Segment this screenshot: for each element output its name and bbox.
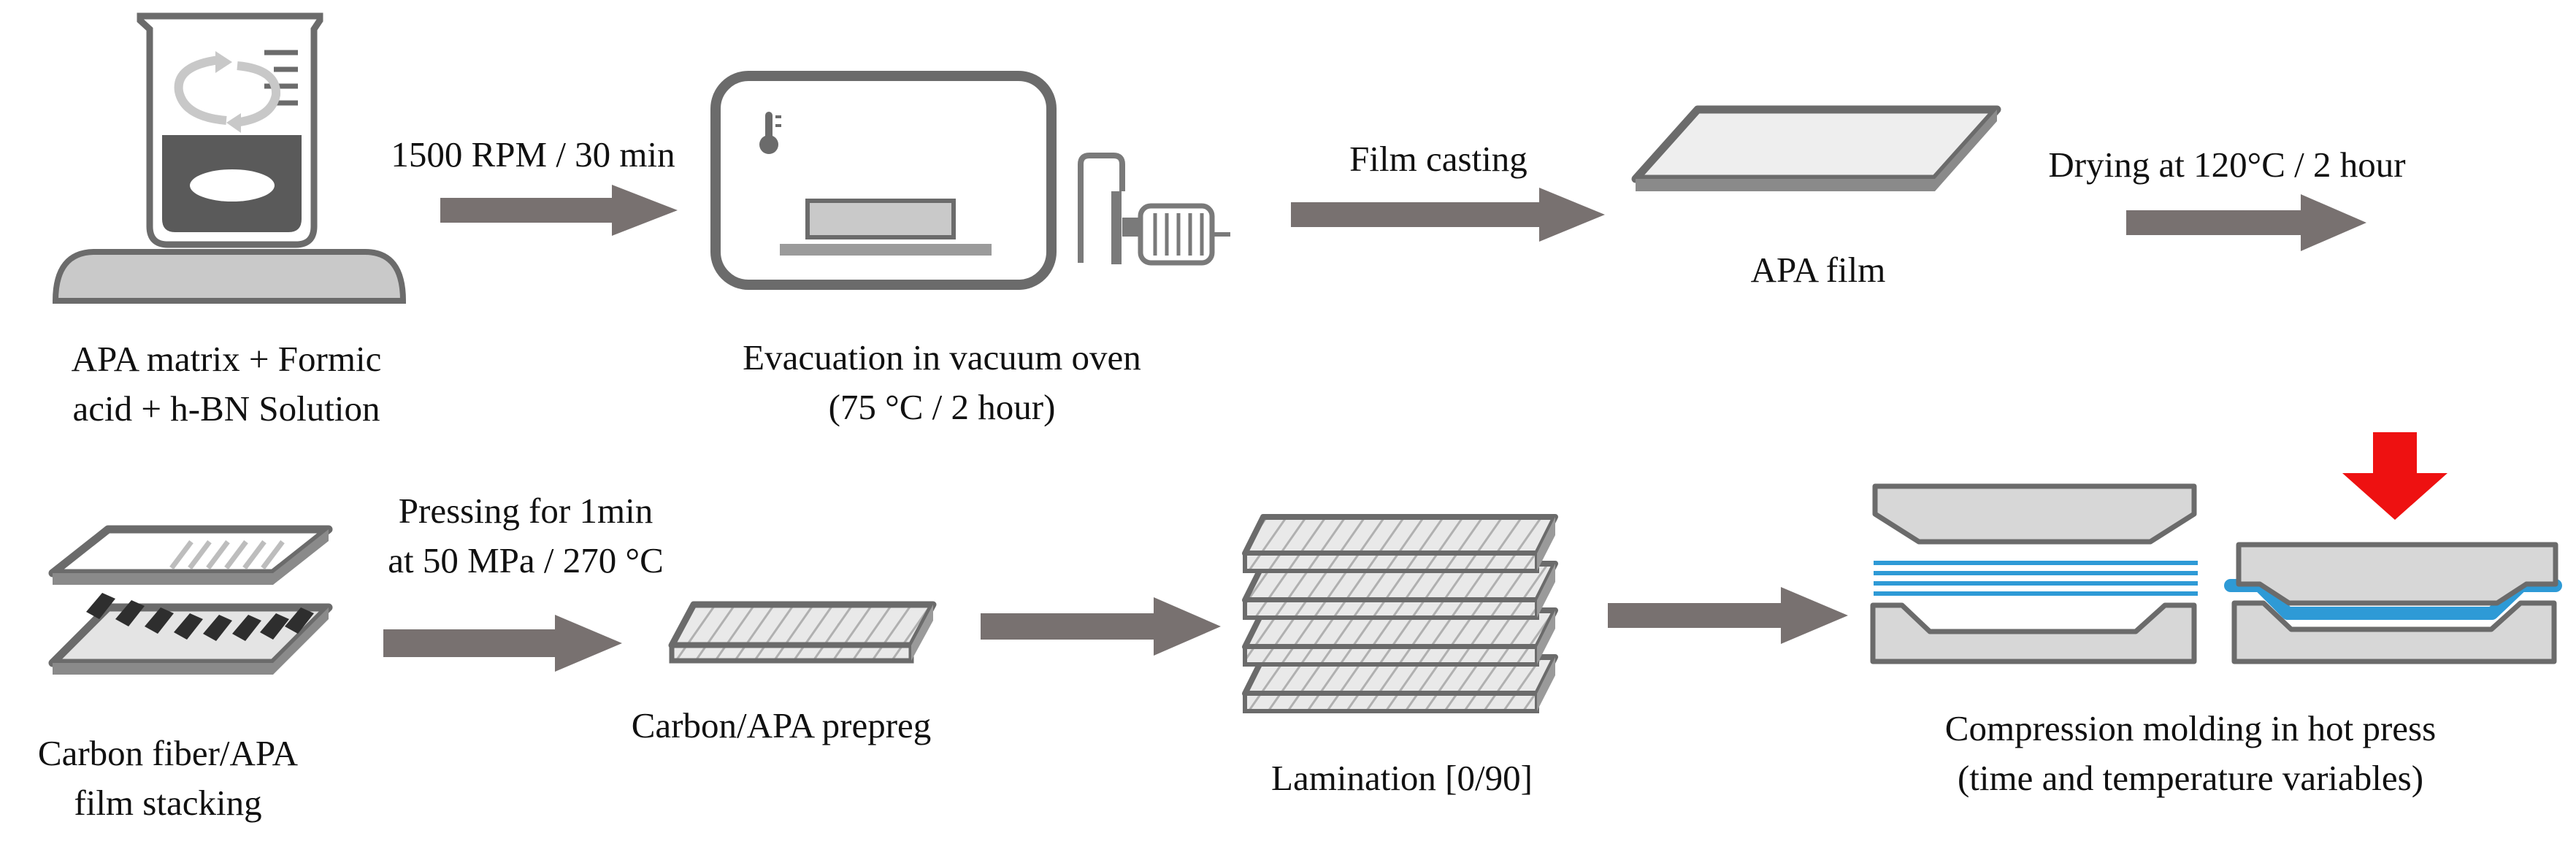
stacking-label-line1: Carbon fiber/APA: [37, 733, 299, 773]
flow-arrow-1: [440, 185, 678, 236]
flow-arrow-3: [2126, 194, 2366, 251]
pressing-label: Pressing for 1min at 50 MPa / 270 °C: [336, 486, 716, 586]
pressing-label-line1: Pressing for 1min: [398, 491, 653, 531]
beaker-on-stirrer-icon: [52, 12, 407, 304]
drying-label: Drying at 120°C / 2 hour: [2001, 140, 2453, 190]
prepreg-label: Carbon/APA prepreg: [577, 701, 986, 751]
vacuum-oven-label-line2: (75 °C / 2 hour): [828, 387, 1056, 427]
flow-arrow-4: [383, 615, 622, 672]
pressing-label-line2: at 50 MPa / 270 °C: [388, 540, 664, 580]
open-mold-icon: [1870, 483, 2198, 664]
prepreg-label-text: Carbon/APA prepreg: [631, 705, 932, 745]
stacking-label: Carbon fiber/APA film stacking: [0, 729, 336, 828]
press-force-arrow-icon: [2342, 432, 2447, 520]
flow-arrow-5: [981, 597, 1221, 656]
lamination-label: Lamination [0/90]: [1183, 753, 1621, 803]
flow-arrow-2: [1291, 188, 1605, 242]
compression-label: Compression molding in hot press (time a…: [1855, 704, 2526, 803]
laminate-stack-icon: [1242, 514, 1558, 713]
solution-label-line1: APA matrix + Formic: [71, 339, 382, 379]
vacuum-pump-icon: [1078, 153, 1230, 266]
solution-label-line2: acid + h-BN Solution: [72, 388, 380, 429]
solution-label: APA matrix + Formic acid + h-BN Solution: [15, 334, 438, 434]
flow-arrow-6: [1608, 587, 1848, 644]
prepreg-plate-icon: [668, 601, 937, 664]
fiber-film-stack-icon: [48, 525, 333, 675]
film-casting-label-text: Film casting: [1349, 139, 1527, 179]
mixing-label: 1500 RPM / 30 min: [350, 130, 716, 180]
vacuum-oven-label: Evacuation in vacuum oven (75 °C / 2 hou…: [657, 333, 1227, 432]
lamination-label-text: Lamination [0/90]: [1271, 758, 1533, 798]
compression-label-line1: Compression molding in hot press: [1944, 708, 2437, 748]
mixing-label-text: 1500 RPM / 30 min: [391, 134, 675, 174]
apa-film-label-text: APA film: [1750, 250, 1886, 290]
compression-label-line2: (time and temperature variables): [1957, 758, 2424, 798]
vacuum-oven-icon: [710, 71, 1057, 290]
stacking-label-line2: film stacking: [74, 783, 262, 823]
drying-label-text: Drying at 120°C / 2 hour: [2048, 145, 2406, 185]
vacuum-oven-label-line1: Evacuation in vacuum oven: [743, 337, 1141, 377]
film-casting-label: Film casting: [1285, 134, 1592, 184]
film-sheet-icon: [1631, 105, 2001, 191]
thermometer-icon: [759, 112, 781, 154]
closed-mold-icon: [2224, 542, 2562, 664]
apa-film-label: APA film: [1679, 245, 1957, 295]
